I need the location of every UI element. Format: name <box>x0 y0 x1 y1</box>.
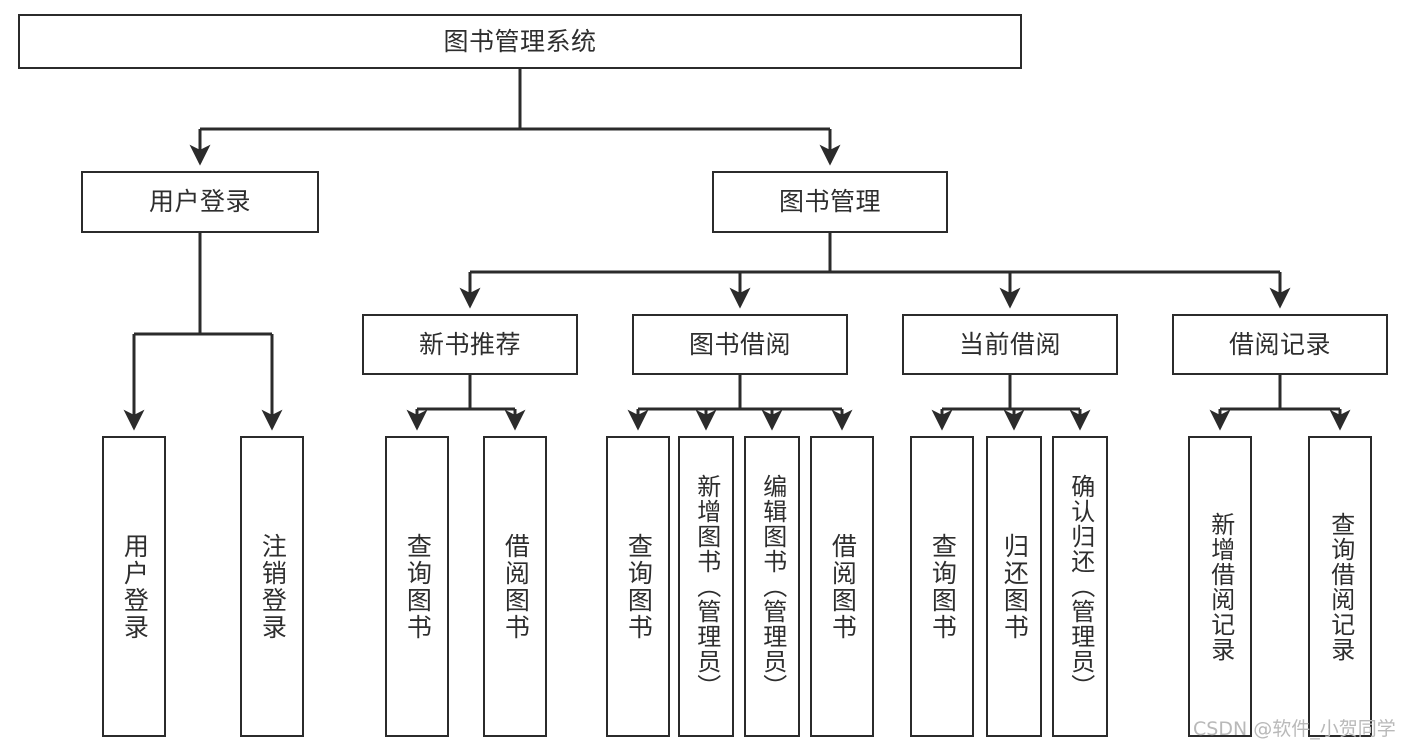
node-book-borrow[interactable]: 图书借阅 <box>632 314 848 375</box>
node-leaf-query-book-bor[interactable]: 查询图书 <box>606 436 670 737</box>
node-leaf-add-book[interactable]: 新增图书（管理员） <box>678 436 734 737</box>
node-leaf-add-borrow-record[interactable]: 新增借阅记录 <box>1188 436 1252 737</box>
node-leaf-confirm-return[interactable]: 确认归还（管理员） <box>1052 436 1108 737</box>
node-user-login[interactable]: 用户登录 <box>81 171 319 233</box>
node-leaf-return-book[interactable]: 归还图书 <box>986 436 1042 737</box>
node-leaf-query-book-bor-label: 查询图书 <box>624 532 654 641</box>
node-root-label: 图书管理系统 <box>443 26 597 56</box>
node-leaf-user-logout[interactable]: 注销登录 <box>240 436 304 737</box>
node-leaf-query-book-cur[interactable]: 查询图书 <box>910 436 974 737</box>
node-leaf-return-book-label: 归还图书 <box>1000 532 1030 641</box>
node-new-book-recommend[interactable]: 新书推荐 <box>362 314 578 375</box>
node-borrow-record[interactable]: 借阅记录 <box>1172 314 1388 375</box>
node-leaf-borrow-book-bor[interactable]: 借阅图书 <box>810 436 874 737</box>
node-leaf-edit-book-label: 编辑图书（管理员） <box>758 474 787 699</box>
node-leaf-query-book-cur-label: 查询图书 <box>928 532 958 641</box>
csdn-watermark: CSDN @软件_小贺同学 <box>1193 718 1396 740</box>
node-leaf-add-book-label: 新增图书（管理员） <box>692 474 721 699</box>
node-borrow-record-label: 借阅记录 <box>1228 329 1331 359</box>
node-leaf-user-login-label: 用户登录 <box>120 532 150 641</box>
node-leaf-add-borrow-record-label: 新增借阅记录 <box>1206 511 1235 662</box>
node-new-book-recommend-label: 新书推荐 <box>418 329 521 359</box>
node-leaf-user-login[interactable]: 用户登录 <box>102 436 166 737</box>
node-leaf-edit-book[interactable]: 编辑图书（管理员） <box>744 436 800 737</box>
node-leaf-confirm-return-label: 确认归还（管理员） <box>1066 474 1095 699</box>
node-leaf-query-borrow-record[interactable]: 查询借阅记录 <box>1308 436 1372 737</box>
node-leaf-user-logout-label: 注销登录 <box>258 532 288 641</box>
node-user-login-label: 用户登录 <box>148 187 251 217</box>
node-current-borrow-label: 当前借阅 <box>958 329 1061 359</box>
node-book-borrow-label: 图书借阅 <box>688 329 791 359</box>
node-leaf-query-book-rec[interactable]: 查询图书 <box>385 436 449 737</box>
node-book-manage-label: 图书管理 <box>778 187 881 217</box>
node-book-manage[interactable]: 图书管理 <box>712 171 948 233</box>
node-leaf-query-borrow-record-label: 查询借阅记录 <box>1326 511 1355 662</box>
node-leaf-borrow-book-rec[interactable]: 借阅图书 <box>483 436 547 737</box>
node-leaf-borrow-book-rec-label: 借阅图书 <box>501 532 531 641</box>
node-leaf-borrow-book-bor-label: 借阅图书 <box>828 532 858 641</box>
node-leaf-query-book-rec-label: 查询图书 <box>403 532 433 641</box>
node-current-borrow[interactable]: 当前借阅 <box>902 314 1118 375</box>
node-root[interactable]: 图书管理系统 <box>18 14 1022 69</box>
